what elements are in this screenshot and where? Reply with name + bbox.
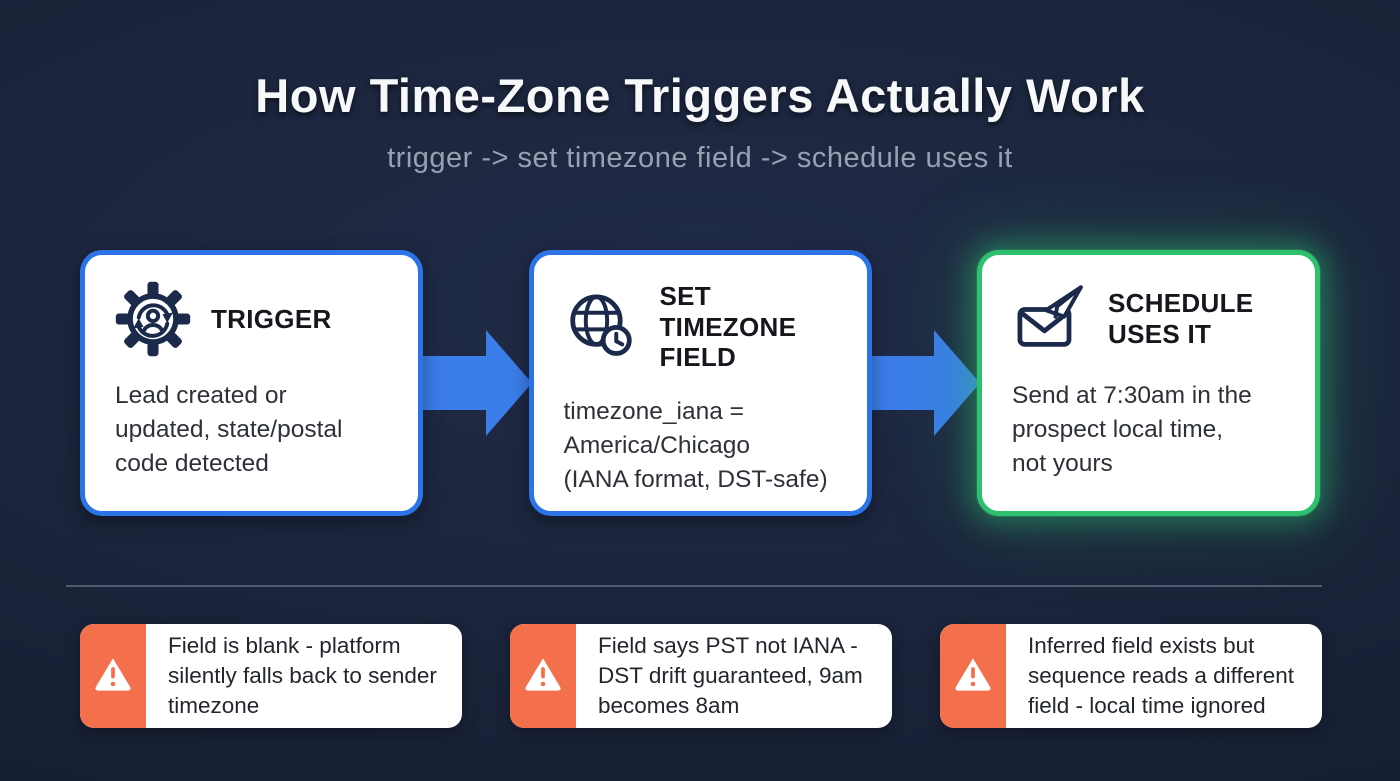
warning-stripe: [80, 624, 146, 728]
warning-text: Inferred field exists but sequence reads…: [1006, 624, 1322, 728]
warning-stripe: [940, 624, 1006, 728]
send-email-icon: [1012, 281, 1088, 357]
step-card-set-timezone-field: SET TIMEZONE FIELD timezone_iana = Ameri…: [528, 250, 872, 516]
step-title: SCHEDULE USES IT: [1108, 288, 1253, 349]
warning-line: DST drift guaranteed, 9am: [598, 663, 863, 689]
step-header: SET TIMEZONE FIELD: [564, 281, 837, 373]
arrow-right-icon: [420, 250, 532, 516]
warning-card-blank-field: Field is blank - platform silently falls…: [80, 624, 462, 728]
warning-triangle-icon: [93, 655, 133, 698]
step-body-line: prospect local time,: [1012, 415, 1224, 443]
warnings-row: Field is blank - platform silently falls…: [80, 624, 1322, 728]
step-body-line: timezone_iana =: [563, 398, 744, 426]
warning-line: Field is blank - platform: [168, 633, 401, 659]
step-body-line: not yours: [1012, 449, 1113, 477]
step-title-line: TRIGGER: [211, 303, 332, 334]
step-header: TRIGGER: [115, 281, 388, 357]
page-title: How Time-Zone Triggers Actually Work: [255, 69, 1145, 122]
step-body-line: Lead created or: [115, 382, 287, 409]
step-body-line: (IANA format, DST-safe): [563, 465, 828, 493]
warning-line: Inferred field exists but: [1028, 633, 1255, 659]
warning-line: becomes 8am: [598, 692, 740, 718]
step-title-line: SET TIMEZONE: [659, 281, 797, 342]
arrow-head: [485, 330, 532, 436]
warning-line: timezone: [168, 692, 260, 718]
step-body: Lead created or updated, state/postal co…: [115, 379, 388, 480]
arrow-shaft: [420, 356, 486, 410]
arrow-shaft: [868, 356, 934, 410]
warning-triangle-icon: [953, 655, 993, 698]
warning-card-wrong-field: Inferred field exists but sequence reads…: [940, 624, 1322, 728]
step-title-line: FIELD: [659, 342, 737, 373]
arrow-head: [934, 330, 980, 436]
step-body: Send at 7:30am in the prospect local tim…: [1012, 379, 1285, 480]
flow-diagram: TRIGGER Lead created or updated, state/p…: [80, 250, 1320, 516]
step-header: SCHEDULE USES IT: [1012, 281, 1285, 357]
warning-line: field - local time ignored: [1028, 692, 1266, 718]
gear-sync-icon: [115, 281, 191, 357]
page-subtitle: trigger -> set timezone field -> schedul…: [387, 142, 1013, 174]
warning-card-pst-not-iana: Field says PST not IANA - DST drift guar…: [510, 624, 892, 728]
step-title: TRIGGER: [211, 304, 332, 335]
globe-clock-icon: [564, 289, 640, 365]
step-body-line: updated, state/postal: [115, 415, 343, 443]
step-title-line: SCHEDULE: [1108, 288, 1254, 319]
warning-line: Field says PST not IANA -: [598, 633, 858, 659]
step-card-trigger: TRIGGER Lead created or updated, state/p…: [80, 250, 423, 516]
step-card-schedule-uses-it: SCHEDULE USES IT Send at 7:30am in the p…: [977, 250, 1320, 516]
warning-stripe: [510, 624, 576, 728]
step-body-line: code detected: [115, 449, 269, 477]
step-body-line: America/Chicago: [563, 431, 751, 459]
arrow-right-icon: [868, 250, 980, 516]
step-body: timezone_iana = America/Chicago (IANA fo…: [564, 395, 837, 496]
warning-line: silently falls back to sender: [168, 663, 437, 689]
section-divider: [66, 585, 1322, 587]
warning-triangle-icon: [523, 655, 563, 698]
warning-text: Field is blank - platform silently falls…: [146, 624, 462, 728]
step-title-line: USES IT: [1108, 319, 1212, 349]
warning-text: Field says PST not IANA - DST drift guar…: [576, 624, 892, 728]
step-body-line: Send at 7:30am in the: [1012, 382, 1252, 409]
step-title: SET TIMEZONE FIELD: [660, 281, 837, 373]
warning-line: sequence reads a different: [1028, 663, 1295, 689]
